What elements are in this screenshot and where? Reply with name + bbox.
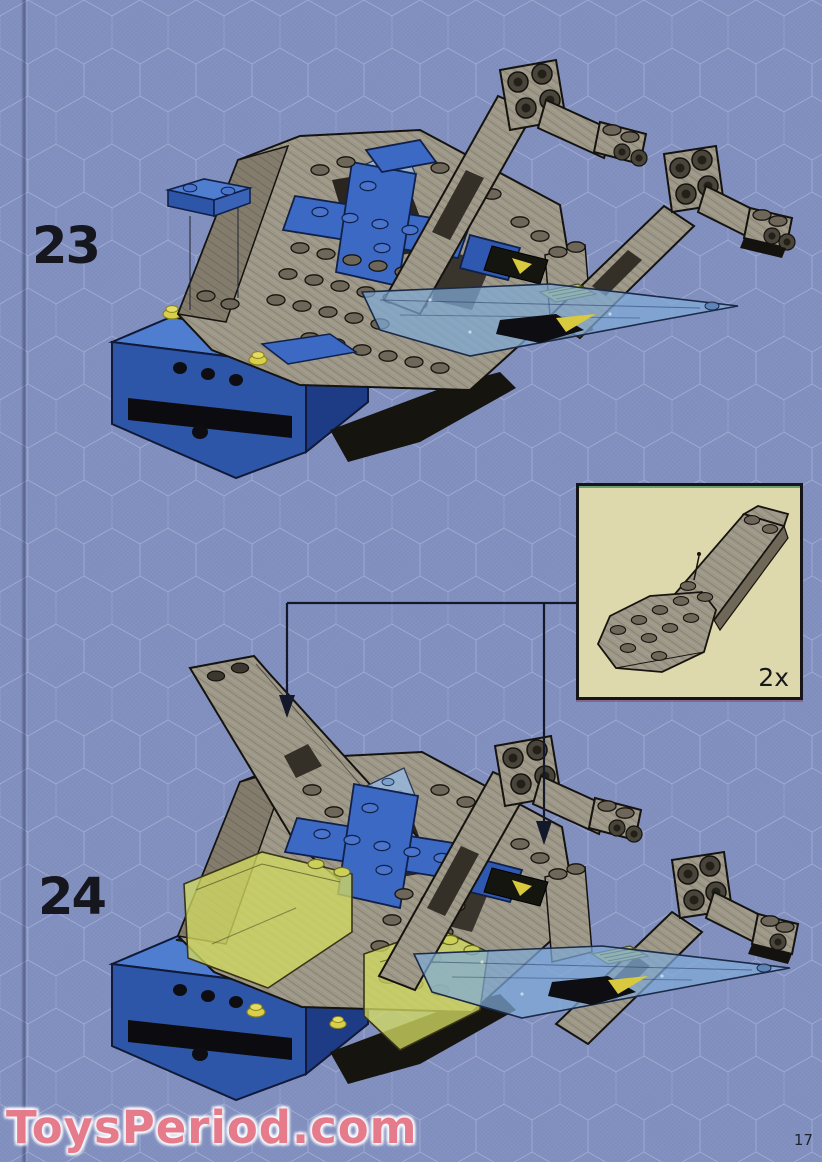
loose-blue-plate bbox=[164, 178, 254, 310]
step-23-model-illustration bbox=[108, 58, 796, 480]
trans-blue-canopy bbox=[360, 283, 739, 357]
page-spine-shadow bbox=[21, 0, 28, 1162]
step-24-model-illustration bbox=[108, 654, 800, 1102]
callout-green-edge bbox=[579, 486, 800, 488]
decal-brick bbox=[483, 867, 549, 907]
page-number: 17 bbox=[793, 1131, 813, 1149]
wing-plate-part-icon bbox=[596, 505, 790, 673]
part-callout-box: 2x bbox=[576, 483, 803, 700]
step-23-number: 23 bbox=[32, 217, 101, 276]
toysperiod-watermark: ToysPeriod.com bbox=[6, 1101, 418, 1154]
step-24-number: 24 bbox=[38, 868, 107, 927]
trans-blue-canopy bbox=[412, 945, 791, 1019]
part-quantity-label: 2x bbox=[758, 663, 789, 692]
